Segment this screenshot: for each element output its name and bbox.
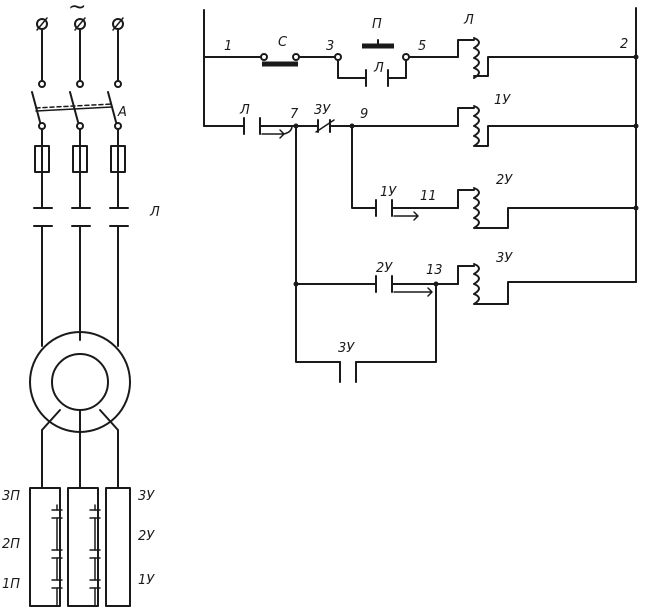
resistor-step-2p: 2П <box>2 537 20 552</box>
ac-supply-symbol: ~ <box>68 0 86 20</box>
rung-1 <box>203 37 637 87</box>
breaker-a <box>31 91 117 123</box>
fuses <box>34 145 126 173</box>
line-contact-label: Л <box>239 103 250 118</box>
accel-contact-3y: 3У <box>138 489 155 504</box>
contact-3y-label: 3У <box>314 103 331 118</box>
resistor-step-1p: 1П <box>2 577 20 592</box>
node-9: 9 <box>360 107 368 122</box>
supply-terminals <box>36 17 124 31</box>
coil-3y-label: 3У <box>496 251 513 266</box>
rung-2 <box>203 105 637 147</box>
node-2: 2 <box>620 37 628 52</box>
node-7: 7 <box>290 107 299 122</box>
contact-2y-label: 2У <box>376 261 393 276</box>
line-coil-label: Л <box>463 13 474 28</box>
stop-button-label: С <box>278 35 288 50</box>
node-11: 11 <box>420 189 437 204</box>
contact-3y-bottom-label: 3У <box>338 341 355 356</box>
seal-contact-label: Л <box>373 61 384 76</box>
node-1: 1 <box>224 39 232 54</box>
start-button-label: П <box>372 17 382 32</box>
coil-2y-label: 2У <box>496 173 513 188</box>
node-13: 13 <box>426 263 443 278</box>
accel-contact-1y: 1У <box>138 573 155 588</box>
contact-1y-label: 1У <box>380 185 397 200</box>
resistor-step-3p: 3П <box>2 489 20 504</box>
breaker-label: А <box>117 105 127 120</box>
rotor-resistor-bank <box>29 487 131 607</box>
contactor-l-contacts <box>33 207 129 227</box>
contactor-label: Л <box>149 205 160 220</box>
rung-3 <box>351 125 637 229</box>
accel-contact-2y: 2У <box>138 529 155 544</box>
node-3: 3 <box>326 39 334 54</box>
coil-1y-label: 1У <box>494 93 511 108</box>
node-5: 5 <box>418 39 426 54</box>
control-circuit: 1 2 3 5 7 9 11 13 С П Л Л Л 3У 1У 1У 2У … <box>203 7 639 383</box>
rung-4 <box>295 125 637 383</box>
power-circuit: ~ А <box>2 0 160 607</box>
